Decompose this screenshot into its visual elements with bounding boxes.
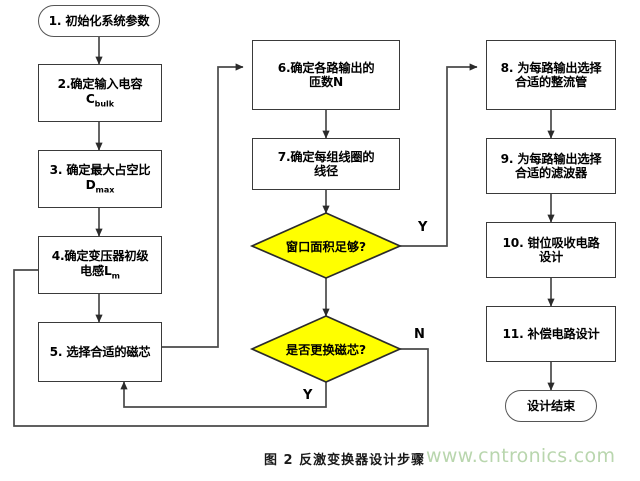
node-step-2-line1: 2.确定输入电容 — [57, 77, 143, 92]
node-step-3-line2: Dmax — [85, 177, 115, 195]
node-step-3-line1: 3. 确定最大占空比 — [49, 163, 151, 178]
node-step-10[interactable]: 10. 钳位吸收电路 设计 — [486, 222, 616, 278]
node-step-8-line1: 8. 为每路输出选择 — [500, 60, 602, 75]
branch-label-d1-yes: Y — [418, 220, 428, 235]
figure-caption: 图 2 反激变换器设计步骤 — [264, 453, 426, 468]
edge-d2-n5 — [120, 381, 327, 408]
node-step-9-text: 9. 为每路输出选择 合适的滤波器 — [501, 152, 602, 181]
node-step-7-line2: 线径 — [314, 164, 338, 178]
node-step-6[interactable]: 6.确定各路输出的 匝数N — [252, 40, 400, 110]
node-step-10-line1: 10. 钳位吸收电路 — [502, 235, 600, 250]
node-step-4-line2: 电感Lm — [80, 263, 120, 281]
node-step-4-line1: 4.确定变压器初级 — [51, 249, 149, 264]
node-end-label: 设计结束 — [527, 398, 575, 413]
node-step-11-label: 11. 补偿电路设计 — [502, 326, 600, 341]
node-step-2-text: 2.确定输入电容 Cbulk — [58, 77, 143, 108]
node-step-10-text: 10. 钳位吸收电路 设计 — [503, 236, 600, 265]
node-step-7-line1: 7.确定每组线圈的 — [277, 149, 375, 164]
node-decision-window-area-label: 窗口面积足够? — [285, 239, 367, 254]
node-step-5-label: 5. 选择合适的磁芯 — [49, 344, 151, 359]
node-start[interactable]: 1. 初始化系统参数 — [38, 5, 160, 37]
node-end[interactable]: 设计结束 — [505, 390, 597, 422]
node-step-8[interactable]: 8. 为每路输出选择 合适的整流管 — [486, 40, 616, 110]
node-step-3[interactable]: 3. 确定最大占空比 Dmax — [38, 150, 162, 208]
branch-label-d2-yes: Y — [303, 388, 313, 403]
node-step-7-text: 7.确定每组线圈的 线径 — [278, 150, 375, 179]
node-start-label: 1. 初始化系统参数 — [48, 13, 150, 28]
node-step-4-text: 4.确定变压器初级 电感Lm — [52, 249, 149, 280]
node-step-9-line2: 合适的滤波器 — [515, 166, 587, 180]
node-step-10-line2: 设计 — [539, 250, 563, 264]
watermark: www.cntronics.com — [426, 445, 616, 467]
node-step-6-line2: 匝数N — [309, 75, 343, 89]
node-step-2-line2: Cbulk — [85, 91, 115, 109]
node-step-8-line2: 合适的整流管 — [515, 75, 587, 89]
node-decision-change-core[interactable]: 是否更换磁芯? — [252, 316, 400, 382]
node-decision-change-core-label: 是否更换磁芯? — [285, 343, 367, 357]
node-step-8-text: 8. 为每路输出选择 合适的整流管 — [501, 61, 602, 90]
node-step-9[interactable]: 9. 为每路输出选择 合适的滤波器 — [486, 138, 616, 194]
node-step-6-text: 6.确定各路输出的 匝数N — [278, 61, 375, 90]
node-step-9-line1: 9. 为每路输出选择 — [500, 151, 602, 166]
edge-n5-n6 — [162, 63, 244, 348]
node-step-6-line1: 6.确定各路输出的 — [277, 60, 375, 75]
node-step-5[interactable]: 5. 选择合适的磁芯 — [38, 322, 162, 382]
node-step-4[interactable]: 4.确定变压器初级 电感Lm — [38, 236, 162, 294]
node-step-11[interactable]: 11. 补偿电路设计 — [486, 306, 616, 362]
branch-label-d2-no: N — [414, 327, 425, 342]
node-step-7[interactable]: 7.确定每组线圈的 线径 — [252, 138, 400, 190]
node-step-3-text: 3. 确定最大占空比 Dmax — [50, 163, 151, 194]
node-step-2[interactable]: 2.确定输入电容 Cbulk — [38, 64, 162, 122]
node-decision-window-area[interactable]: 窗口面积足够? — [252, 213, 400, 278]
edge-d1-n8 — [400, 63, 478, 247]
